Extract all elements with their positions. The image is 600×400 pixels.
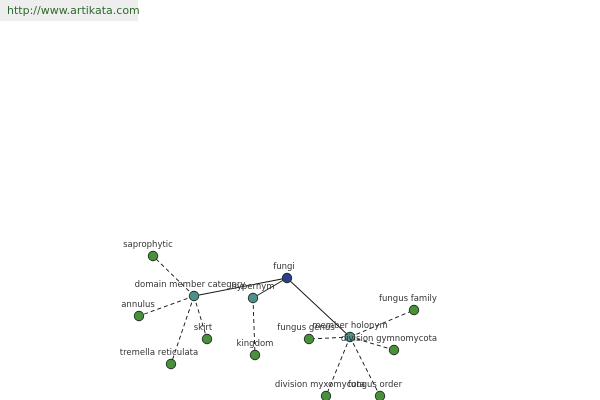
node-label-tremella-reticulata[interactable]: tremella reticulata bbox=[120, 348, 198, 358]
graph-labels: saprophytic annulus skirt tremella reticula… bbox=[120, 240, 437, 390]
node-division-gymnomycota[interactable] bbox=[388, 344, 400, 356]
node-fungus-genus[interactable] bbox=[303, 333, 315, 345]
edge-domain-member-category-annulus bbox=[138, 295, 195, 317]
edge-hypernym-kingdom bbox=[252, 297, 256, 356]
edge-fungi-domain-member-category bbox=[193, 277, 288, 297]
node-saprophytic[interactable] bbox=[147, 250, 159, 262]
node-member-holonym[interactable] bbox=[344, 331, 356, 343]
node-label-fungus-order[interactable]: fungus order bbox=[348, 380, 403, 390]
node-tremella-reticulata[interactable] bbox=[165, 358, 177, 370]
edge-member-holonym-division-gymnomycota bbox=[349, 336, 395, 351]
node-label-kingdom[interactable]: kingdom bbox=[237, 339, 274, 349]
node-annulus[interactable] bbox=[133, 310, 145, 322]
node-label-fungus-family[interactable]: fungus family bbox=[379, 294, 437, 304]
edge-domain-member-category-skirt bbox=[193, 295, 208, 340]
site-url-link[interactable]: http://www.artikata.com bbox=[7, 4, 140, 17]
node-label-fungi[interactable]: fungi bbox=[273, 262, 295, 272]
node-label-skirt[interactable]: skirt bbox=[194, 323, 213, 333]
node-label-division-gymnomycota[interactable]: division gymnomycota bbox=[341, 334, 437, 344]
node-label-annulus[interactable]: annulus bbox=[121, 300, 155, 310]
node-label-saprophytic[interactable]: saprophytic bbox=[123, 240, 173, 250]
node-label-hypernym[interactable]: hypernym bbox=[231, 282, 274, 292]
node-fungi[interactable] bbox=[281, 272, 293, 284]
node-label-division-myxomycota[interactable]: division myxomycota bbox=[275, 380, 365, 390]
node-label-member-holonym[interactable]: member holonym bbox=[312, 321, 387, 331]
edge-fungi-hypernym bbox=[252, 277, 288, 299]
node-hypernym[interactable] bbox=[247, 292, 259, 304]
url-bar: http://www.artikata.com bbox=[0, 0, 140, 21]
edge-member-holonym-fungus-family bbox=[349, 309, 415, 338]
node-kingdom[interactable] bbox=[249, 349, 261, 361]
node-skirt[interactable] bbox=[201, 333, 213, 345]
node-division-myxomycota[interactable] bbox=[320, 390, 332, 400]
node-label-domain-member-category[interactable]: domain member category bbox=[135, 280, 246, 290]
node-label-fungus-genus[interactable]: fungus genus bbox=[277, 323, 335, 333]
node-domain-member-category[interactable] bbox=[188, 290, 200, 302]
edge-domain-member-category-tremella-reticulata bbox=[170, 295, 195, 365]
node-fungus-family[interactable] bbox=[408, 304, 420, 316]
edge-member-holonym-division-myxomycota bbox=[325, 336, 351, 397]
node-fungus-order[interactable] bbox=[374, 390, 386, 400]
graph-edges bbox=[138, 255, 415, 397]
edge-domain-member-category-saprophytic bbox=[152, 255, 195, 297]
graph-nodes bbox=[133, 250, 420, 400]
edge-fungi-member-holonym bbox=[286, 277, 351, 338]
